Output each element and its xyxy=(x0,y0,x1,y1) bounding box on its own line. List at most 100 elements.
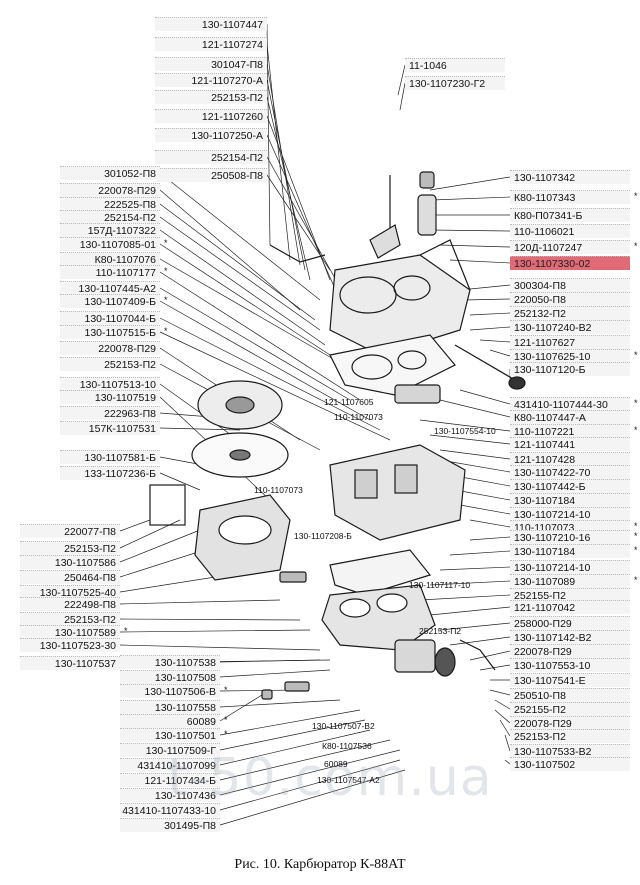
part-label-120д-1107247: 120Д-1107247 xyxy=(510,240,630,254)
leader-line xyxy=(429,176,511,191)
leader-line xyxy=(439,566,511,571)
part-label-157д-1107322: 157Д-1107322 xyxy=(60,223,160,237)
part-label-110-1107177: 110-1107177 xyxy=(60,265,160,279)
pin-part xyxy=(454,344,516,381)
star-marker: * xyxy=(634,545,638,555)
leader-line xyxy=(219,669,331,678)
part-label-130-1107442-б: 130-1107442-Б xyxy=(510,479,630,493)
plug-part xyxy=(419,171,435,189)
figure-caption: Рис. 10. Карбюратор К-88АТ xyxy=(234,857,406,872)
leader-line xyxy=(429,229,511,232)
leader-line xyxy=(119,519,151,532)
leader-line xyxy=(219,719,366,751)
part-label-252132-п2: 252132-П2 xyxy=(510,306,630,320)
leader-line xyxy=(159,472,201,491)
leader-line xyxy=(266,43,291,261)
leader-line xyxy=(159,287,351,401)
leader-line xyxy=(464,298,511,301)
star-marker: * xyxy=(224,715,228,725)
star-marker: * xyxy=(634,241,638,251)
part-label-130-1107044-б: 130-1107044-Б xyxy=(60,311,160,325)
leader-line xyxy=(266,23,271,246)
part-label-110-1107221: 110-1107221 xyxy=(510,424,630,438)
leader-line xyxy=(266,96,311,281)
part-label-121-1107627: 121-1107627 xyxy=(510,335,630,349)
leader-line xyxy=(504,734,511,752)
part-label-130-1107625-10: 130-1107625-10 xyxy=(510,349,630,363)
leader-line xyxy=(119,529,201,563)
lever-part xyxy=(369,224,401,259)
part-label-130-1107508: 130-1107508 xyxy=(120,670,220,684)
part-label-121-1107270-а: 121-1107270-А xyxy=(155,73,267,87)
part-label-110-1106021: 110-1106021 xyxy=(510,224,630,238)
part-label-130-1107589: 130-1107589 xyxy=(20,625,120,639)
part-label-130-1107525-40: 130-1107525-40 xyxy=(20,585,120,599)
part-label-130-1107547-а2: 130-1107547-А2 xyxy=(317,775,380,785)
gasket-hole-2 xyxy=(397,350,427,370)
float-part xyxy=(508,376,526,390)
part-label-121-1107274: 121-1107274 xyxy=(155,37,267,51)
leader-line xyxy=(489,349,511,357)
leader-line xyxy=(469,312,511,316)
part-label-130-1107519: 130-1107519 xyxy=(60,390,160,404)
parts-drawing xyxy=(149,171,526,700)
part-label-130-1107342: 130-1107342 xyxy=(510,170,630,184)
part-label-301495-п8: 301495-П8 xyxy=(120,818,220,832)
chamber-bore xyxy=(218,515,272,545)
leader-line xyxy=(399,82,406,111)
part-label-252153-п2: 252153-П2 xyxy=(419,626,462,636)
part-label-130-1107085-01: 130-1107085-01 xyxy=(60,237,160,251)
part-label-130-1107422-70: 130-1107422-70 xyxy=(510,465,630,479)
part-label-250508-п8: 250508-П8 xyxy=(155,168,267,182)
part-label-130-1107502: 130-1107502 xyxy=(510,757,630,771)
star-marker: * xyxy=(164,266,168,276)
part-label-220078-п29: 220078-П29 xyxy=(60,341,160,355)
leader-line xyxy=(459,389,511,405)
leader-line xyxy=(266,115,331,281)
lower-gasket xyxy=(329,549,432,596)
part-label-130-1107089: 130-1107089 xyxy=(510,574,630,588)
leader-line xyxy=(219,759,401,811)
pump-part xyxy=(394,639,436,673)
leader-line xyxy=(119,644,321,651)
gasket-hole-1 xyxy=(351,354,393,380)
part-label-431410-1107444-30: 431410-1107444-30 xyxy=(510,397,630,411)
star-marker: * xyxy=(164,295,168,305)
part-label-130-1107330-02: 130-1107330-02 xyxy=(510,256,630,270)
star-marker: * xyxy=(164,238,168,248)
leader-line xyxy=(159,216,321,331)
leader-line xyxy=(219,709,361,736)
part-label-110-1107073: 110-1107073 xyxy=(334,412,383,422)
leader-line xyxy=(489,689,511,696)
part-label-к80-п07341-б: К80-П07341-Б xyxy=(510,208,630,222)
link-rod xyxy=(459,639,496,671)
leader-line xyxy=(219,749,401,796)
part-label-к80-1107076: К80-1107076 xyxy=(60,252,160,266)
part-label-130-1107509-г: 130-1107509-Г xyxy=(120,743,220,757)
star-marker: * xyxy=(164,326,168,336)
part-label-130-1107447: 130-1107447 xyxy=(155,17,267,31)
part-label-431410-1107099: 431410-1107099 xyxy=(120,758,220,772)
part-label-130-1107230-г2: 130-1107230-Г2 xyxy=(405,76,505,90)
part-label-133-1107236-б: 133-1107236-Б xyxy=(60,466,160,480)
leader-line xyxy=(219,699,341,708)
leader-line xyxy=(159,300,371,421)
part-label-157к-1107531: 157К-1107531 xyxy=(60,421,160,435)
part-label-431410-1107433-10: 431410-1107433-10 xyxy=(120,803,220,817)
leader-line xyxy=(449,636,511,646)
part-label-252155-п2: 252155-П2 xyxy=(510,702,630,716)
part-label-121-1107042: 121-1107042 xyxy=(510,600,630,614)
part-label-130-1107250-а: 130-1107250-А xyxy=(155,128,267,142)
star-marker: * xyxy=(224,685,228,695)
part-label-222963-п8: 222963-П8 xyxy=(60,406,160,420)
part-label-252154-п2: 252154-П2 xyxy=(60,210,160,224)
part-label-60089: 60089 xyxy=(120,714,220,728)
part-label-121-1107441: 121-1107441 xyxy=(510,437,630,451)
part-label-121-1107434-б: 121-1107434-Б xyxy=(120,773,220,787)
part-label-60089: 60089 xyxy=(324,759,348,769)
leader-line xyxy=(469,536,511,541)
screw-part-1 xyxy=(279,571,307,583)
part-label-250510-п8: 250510-П8 xyxy=(510,688,630,702)
